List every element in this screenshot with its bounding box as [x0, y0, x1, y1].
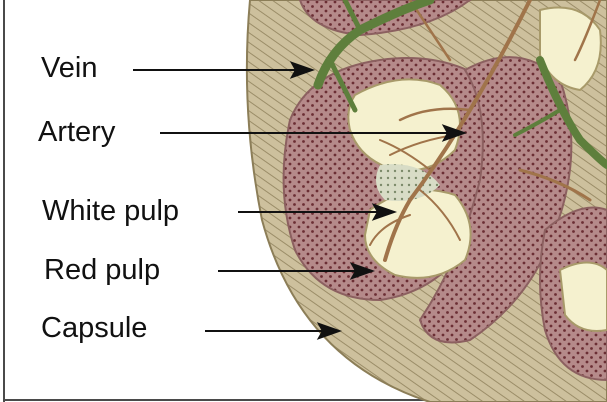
- white-pulp-label: White pulp: [42, 197, 179, 226]
- capsule-label: Capsule: [41, 314, 147, 343]
- red-pulp-label: Red pulp: [44, 256, 160, 285]
- vein-label: Vein: [41, 54, 97, 83]
- artery-label: Artery: [38, 118, 115, 147]
